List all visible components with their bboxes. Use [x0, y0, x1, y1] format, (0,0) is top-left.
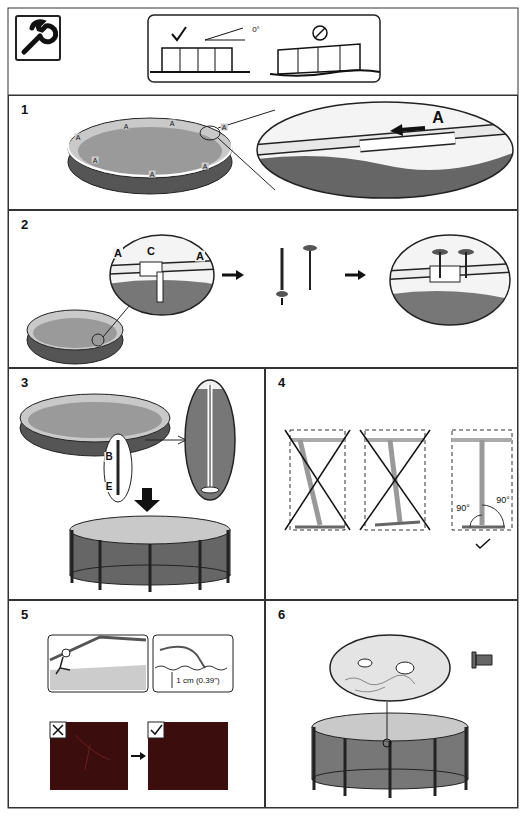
- part-letter: A: [113, 248, 123, 259]
- part-letter: A: [431, 110, 445, 126]
- angle-label: 0°: [251, 26, 261, 34]
- part-letter: A: [75, 134, 82, 141]
- step-number: 1: [21, 102, 28, 117]
- step-panel: 5: [8, 600, 265, 808]
- step-panel: 2: [8, 210, 518, 368]
- step-panel: 3: [8, 368, 265, 600]
- step-number: 3: [21, 375, 28, 390]
- angle-label: 90°: [495, 496, 511, 505]
- part-letter: B: [104, 452, 113, 462]
- part-letter: A: [221, 124, 228, 131]
- part-letter: A: [123, 123, 130, 130]
- part-letter: A: [169, 120, 176, 127]
- part-letter: E: [105, 482, 114, 492]
- part-letter: A: [202, 163, 209, 170]
- step-panel: 6: [265, 600, 518, 808]
- dimension-label: 1 cm (0.39"): [175, 677, 220, 685]
- part-letter: A: [92, 157, 99, 164]
- step-panel: 4: [265, 368, 518, 600]
- angle-label: 90°: [455, 504, 471, 513]
- step-number: 6: [278, 607, 285, 622]
- part-letter: A: [149, 171, 156, 178]
- step-number: 2: [21, 217, 28, 232]
- step-number: 4: [278, 375, 285, 390]
- part-letter: A: [195, 251, 205, 262]
- part-letter: C: [146, 246, 156, 257]
- step-number: 5: [21, 607, 28, 622]
